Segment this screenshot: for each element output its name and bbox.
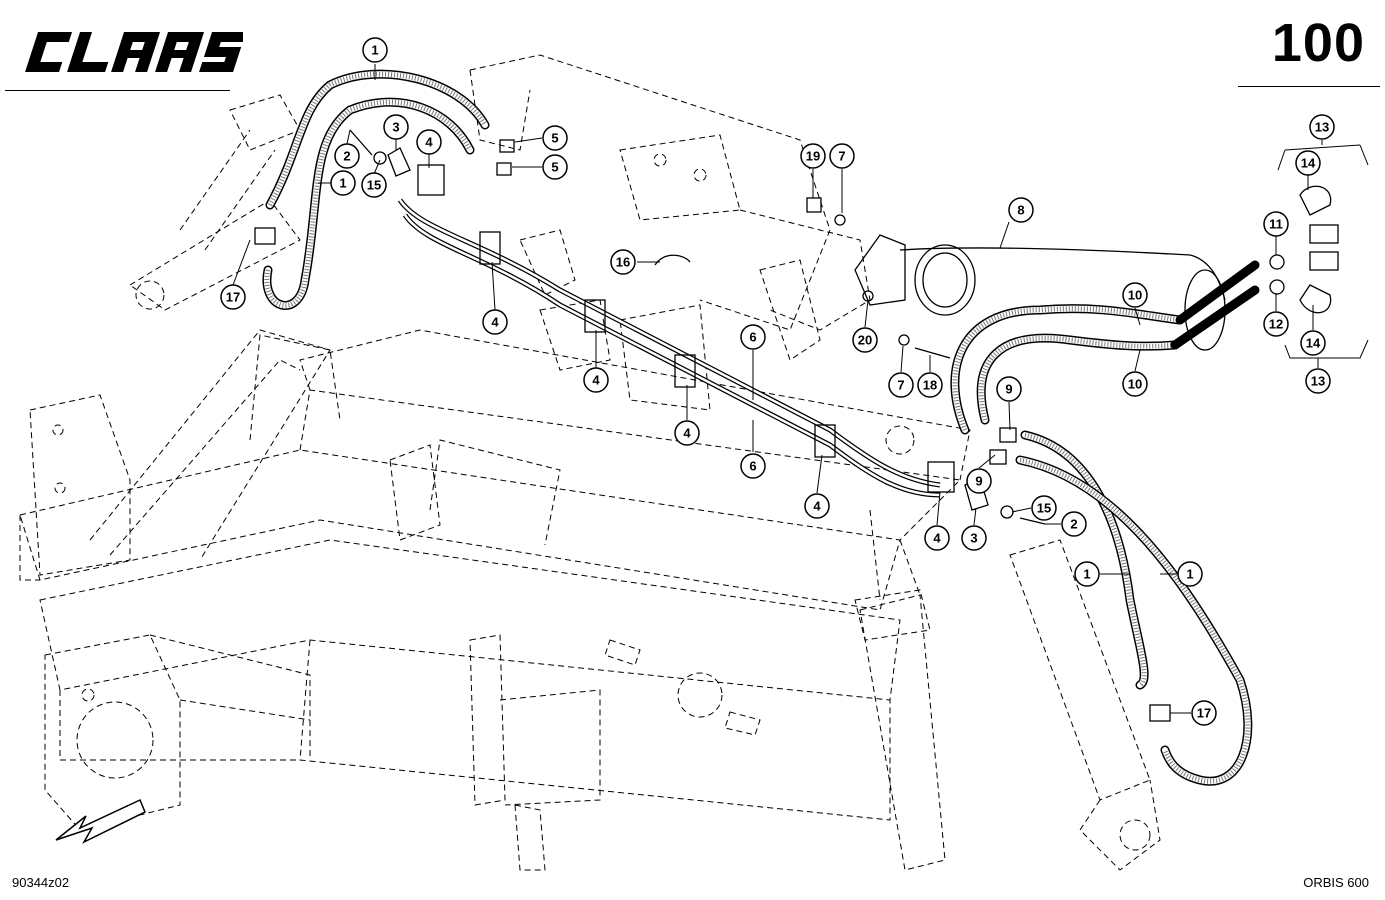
svg-text:14: 14 — [1306, 336, 1321, 351]
svg-text:13: 13 — [1315, 120, 1329, 135]
svg-text:7: 7 — [838, 149, 845, 164]
svg-text:20: 20 — [858, 333, 872, 348]
header-rule-right — [1238, 86, 1380, 87]
callout-2: 2 — [1061, 511, 1087, 537]
callout-13: 13 — [1309, 114, 1335, 140]
model-name: ORBIS 600 — [1303, 875, 1369, 890]
callout-7: 7 — [888, 372, 914, 398]
svg-text:10: 10 — [1128, 288, 1142, 303]
direction-arrow-icon — [55, 798, 146, 844]
callout-11: 11 — [1263, 211, 1289, 237]
svg-text:17: 17 — [1197, 706, 1211, 721]
callout-15: 15 — [361, 172, 387, 198]
callout-1: 1 — [362, 37, 388, 63]
svg-text:10: 10 — [1128, 377, 1142, 392]
callout-3: 3 — [961, 525, 987, 551]
callout-6: 6 — [740, 453, 766, 479]
callout-14: 14 — [1295, 150, 1321, 176]
svg-text:6: 6 — [749, 459, 756, 474]
callout-8: 8 — [1008, 197, 1034, 223]
svg-text:1: 1 — [339, 176, 346, 191]
svg-text:9: 9 — [975, 474, 982, 489]
svg-text:19: 19 — [806, 149, 820, 164]
callout-4: 4 — [583, 367, 609, 393]
callout-13: 13 — [1305, 368, 1331, 394]
hydraulic-lines — [254, 69, 1339, 786]
svg-text:4: 4 — [683, 426, 691, 441]
svg-text:18: 18 — [923, 378, 937, 393]
callout-7: 7 — [829, 143, 855, 169]
callout-2: 2 — [334, 143, 360, 169]
callout-4: 4 — [416, 129, 442, 155]
svg-text:7: 7 — [897, 378, 904, 393]
callout-18: 18 — [917, 372, 943, 398]
callout-9: 9 — [996, 376, 1022, 402]
callout-6: 6 — [740, 324, 766, 350]
callouts: 1 2 3 4 1 15 5 5 17 4 16 4 6 4 6 4 19 7 … — [220, 37, 1335, 726]
callout-12: 12 — [1263, 311, 1289, 337]
callout-5: 5 — [542, 154, 568, 180]
callout-1: 1 — [1074, 561, 1100, 587]
leader-lines — [232, 64, 1369, 714]
callout-17: 17 — [220, 284, 246, 310]
svg-text:15: 15 — [367, 178, 381, 193]
callout-20: 20 — [852, 327, 878, 353]
callout-3: 3 — [383, 114, 409, 140]
callout-16: 16 — [610, 249, 636, 275]
svg-text:17: 17 — [226, 290, 240, 305]
callout-4: 4 — [804, 493, 830, 519]
callout-14: 14 — [1300, 330, 1326, 356]
callout-17: 17 — [1191, 700, 1217, 726]
page-number: 100 — [1271, 13, 1365, 73]
drawing-number: 90344z02 — [12, 875, 70, 890]
callout-5: 5 — [542, 125, 568, 151]
svg-text:6: 6 — [749, 330, 756, 345]
svg-text:4: 4 — [491, 315, 499, 330]
svg-text:13: 13 — [1311, 374, 1325, 389]
svg-text:2: 2 — [1070, 517, 1077, 532]
svg-text:4: 4 — [592, 373, 600, 388]
svg-text:4: 4 — [933, 531, 941, 546]
callout-1: 1 — [330, 170, 356, 196]
svg-text:5: 5 — [551, 131, 558, 146]
svg-text:2: 2 — [343, 149, 350, 164]
callout-4: 4 — [482, 309, 508, 335]
svg-text:1: 1 — [1186, 567, 1193, 582]
callout-4: 4 — [674, 420, 700, 446]
svg-text:15: 15 — [1037, 501, 1051, 516]
callout-9: 9 — [966, 468, 992, 494]
svg-text:4: 4 — [813, 499, 821, 514]
svg-text:4: 4 — [425, 135, 433, 150]
svg-text:12: 12 — [1269, 317, 1283, 332]
svg-text:8: 8 — [1017, 203, 1024, 218]
svg-text:3: 3 — [392, 120, 399, 135]
svg-text:1: 1 — [1083, 567, 1090, 582]
callout-1: 1 — [1177, 561, 1203, 587]
callout-19: 19 — [800, 143, 826, 169]
callout-4: 4 — [924, 525, 950, 551]
header-rule-left — [5, 90, 230, 91]
claas-logo — [25, 32, 243, 72]
svg-text:9: 9 — [1005, 382, 1012, 397]
callout-15: 15 — [1031, 495, 1057, 521]
svg-text:16: 16 — [616, 255, 630, 270]
callout-10: 10 — [1122, 371, 1148, 397]
machine-frame — [19, 54, 1161, 871]
svg-text:1: 1 — [371, 43, 378, 58]
svg-text:14: 14 — [1301, 156, 1316, 171]
svg-text:3: 3 — [970, 531, 977, 546]
callout-10: 10 — [1122, 282, 1148, 308]
svg-text:5: 5 — [551, 160, 558, 175]
svg-text:11: 11 — [1269, 217, 1283, 232]
